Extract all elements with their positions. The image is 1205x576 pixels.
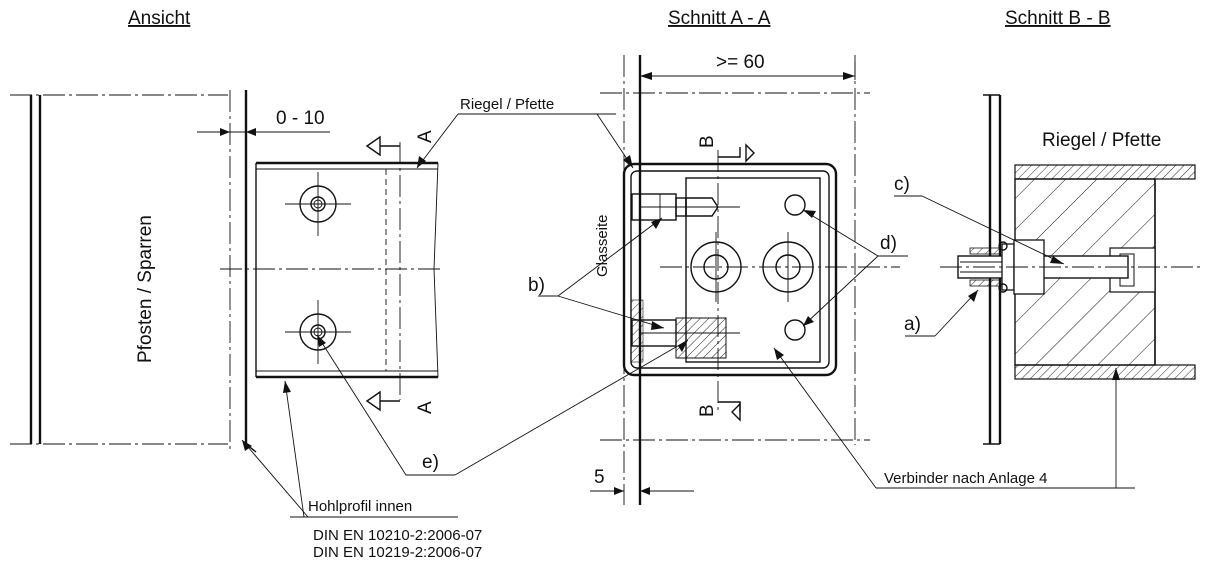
dimension-min-width: >= 60 (716, 52, 765, 73)
label-c: c) (894, 174, 910, 195)
section-marker-b-bottom: B (697, 404, 718, 417)
section-bb-drawing (940, 94, 1200, 445)
leader-beam (416, 113, 634, 169)
section-marker-b-top: B (697, 135, 718, 148)
section-aa-drawing (590, 55, 900, 505)
label-a: a) (904, 314, 921, 335)
section-marker-a-top: A (415, 130, 436, 143)
leader-hollow-profile (241, 380, 458, 518)
label-d: d) (880, 233, 897, 254)
label-norm-2: DIN EN 10219-2:2006-07 (313, 544, 482, 561)
leader-c (894, 195, 1065, 265)
label-norm-1: DIN EN 10210-2:2006-07 (313, 527, 482, 544)
leader-b (538, 217, 665, 330)
label-e: e) (422, 452, 439, 473)
leader-d (802, 209, 908, 327)
label-connector: Verbinder nach Anlage 4 (884, 470, 1047, 487)
label-post: Pfosten / Sparren (135, 215, 156, 363)
label-beam-aa: Riegel / Pfette (460, 96, 554, 113)
title-section-bb: Schnitt B - B (1005, 8, 1111, 29)
title-section-aa: Schnitt A - A (668, 8, 771, 29)
view-drawing (10, 90, 440, 453)
section-marker-a-bottom: A (415, 401, 436, 414)
label-b: b) (528, 275, 545, 296)
label-glass-side: Glasseite (594, 214, 611, 277)
leader-a (905, 289, 979, 337)
dimension-offset: 5 (594, 467, 605, 488)
label-hollow-profile: Hohlprofil innen (308, 498, 412, 515)
title-view: Ansicht (128, 8, 191, 29)
dimension-gap: 0 - 10 (276, 108, 325, 129)
label-beam-bb: Riegel / Pfette (1042, 130, 1161, 151)
